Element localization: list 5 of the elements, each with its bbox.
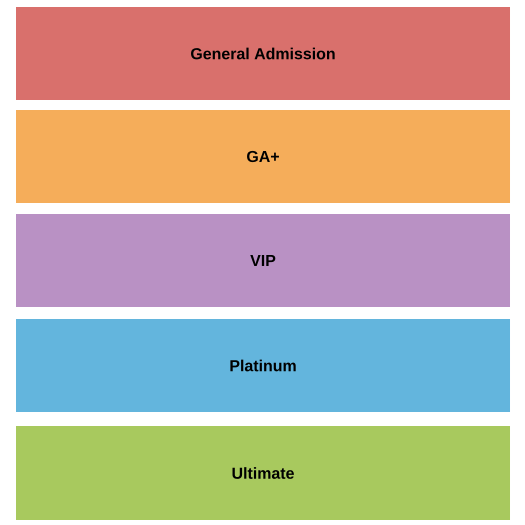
section-band: General Admission (16, 7, 510, 100)
section-band: VIP (16, 214, 510, 307)
section-band: Ultimate (16, 426, 510, 520)
section-band: GA+ (16, 110, 510, 203)
section-band: Platinum (16, 319, 510, 412)
